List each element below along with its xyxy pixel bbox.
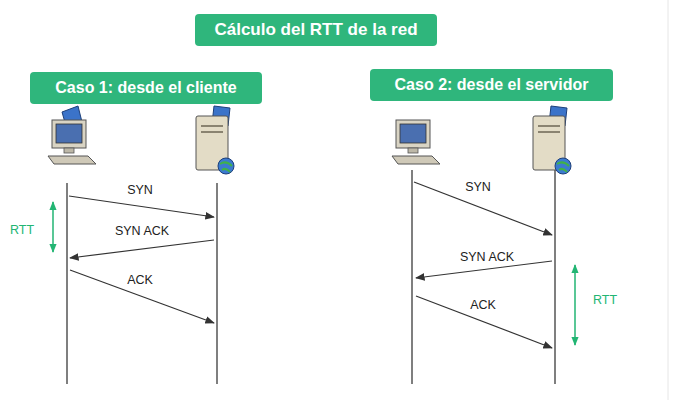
message-arrow — [70, 270, 214, 323]
monitor — [396, 120, 430, 148]
monitor-stand — [64, 148, 74, 153]
server-lifeline — [216, 183, 218, 384]
monitor — [52, 120, 86, 148]
screen — [400, 124, 426, 143]
server-icon — [196, 106, 234, 174]
page-edge — [668, 0, 669, 400]
drive-bay — [201, 125, 223, 127]
globe-symbol — [555, 158, 571, 174]
message-label: SYN ACK — [115, 224, 169, 238]
message-label: ACK — [127, 273, 153, 287]
message-label: SYN ACK — [460, 250, 514, 264]
message-arrow — [69, 196, 214, 217]
rtt-span-arrow — [52, 202, 54, 252]
server-lifeline — [554, 170, 556, 384]
drive-bay — [538, 125, 560, 127]
keyboard — [48, 156, 96, 164]
message-arrow — [70, 240, 214, 258]
case-label-box: Caso 2: desde el servidor — [370, 69, 613, 101]
case-heading: Caso 1: desde el cliente — [55, 79, 236, 97]
rtt-label: RTT — [10, 223, 34, 237]
globe-land — [557, 162, 569, 172]
rtt-span-arrow — [574, 265, 576, 345]
message-label: SYN — [465, 180, 491, 194]
message-label: SYN — [127, 183, 153, 197]
title-banner: Cálculo del RTT de la red — [195, 14, 437, 46]
message-label: ACK — [470, 298, 496, 312]
client-computer-icon — [48, 106, 96, 164]
screen — [56, 124, 82, 143]
keyboard — [392, 156, 440, 164]
globe-symbol — [218, 158, 234, 174]
message-arrow — [416, 296, 552, 348]
globe-land — [220, 162, 232, 172]
server-icon — [533, 106, 571, 174]
drive-bay — [538, 131, 560, 133]
monitor-stand — [408, 148, 418, 153]
client-computer-icon — [392, 120, 440, 164]
client-lifeline — [411, 170, 413, 384]
drive-bay — [201, 131, 223, 133]
client-lifeline — [66, 183, 68, 384]
case-label-box: Caso 1: desde el cliente — [30, 72, 262, 104]
case-heading: Caso 2: desde el servidor — [395, 76, 589, 94]
rtt-label: RTT — [593, 293, 617, 307]
